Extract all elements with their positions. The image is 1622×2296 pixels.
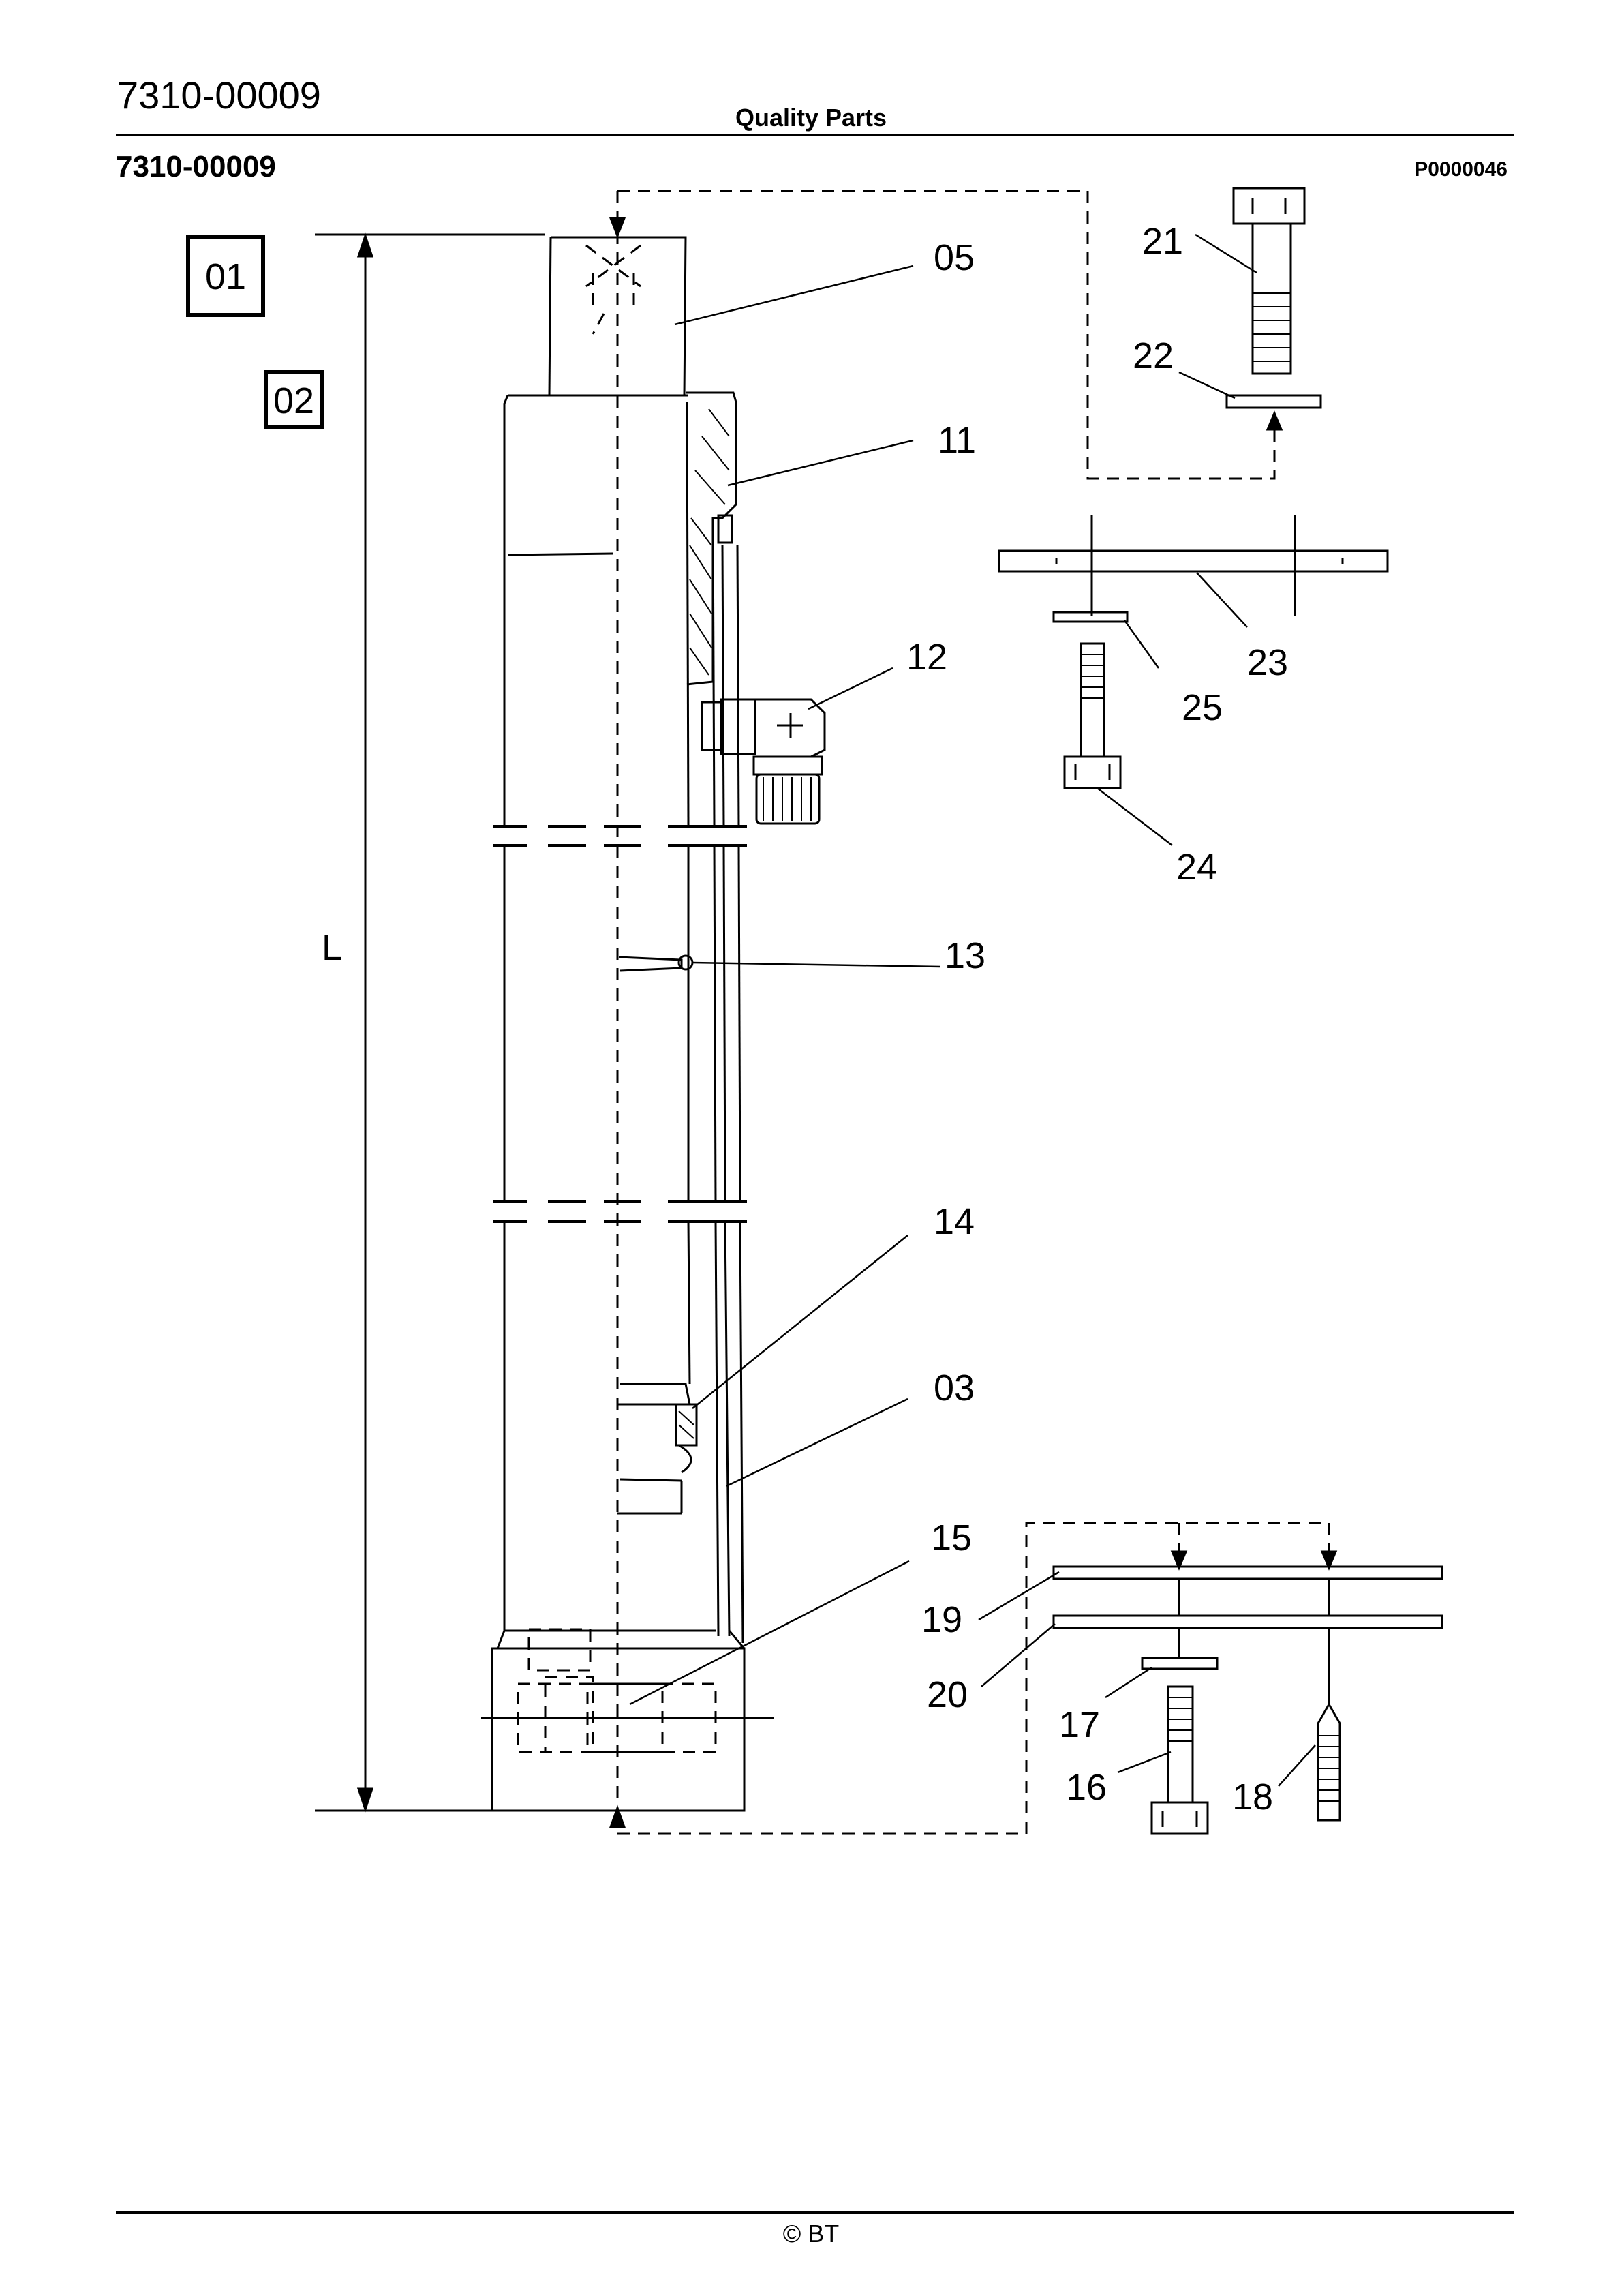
cylinder-body bbox=[481, 236, 774, 1812]
leader-lines bbox=[629, 233, 1316, 1787]
part-label-19: 19 bbox=[921, 1599, 962, 1640]
footer-divider bbox=[116, 2211, 1514, 2214]
assembly-dashed-lines bbox=[517, 190, 1330, 1835]
part-label-11: 11 bbox=[938, 420, 976, 461]
dimension-line bbox=[315, 232, 545, 1813]
part-label-15: 15 bbox=[931, 1517, 972, 1558]
header-title: Quality Parts bbox=[735, 104, 887, 132]
plate-19 bbox=[1052, 1565, 1443, 1580]
part-label-03: 03 bbox=[934, 1368, 975, 1408]
document-number: 7310-00009 bbox=[117, 74, 321, 117]
part-label-25: 25 bbox=[1182, 687, 1223, 728]
part-label-17: 17 bbox=[1059, 1704, 1100, 1745]
copyright-notice: © BT bbox=[782, 2220, 840, 2248]
part-label-05: 05 bbox=[934, 237, 975, 278]
part-label-24: 24 bbox=[1176, 847, 1217, 888]
screw-24 bbox=[1063, 642, 1122, 789]
boxed-label-02-frame bbox=[264, 370, 324, 429]
drawing-code: P0000046 bbox=[1414, 158, 1508, 181]
washer-25 bbox=[1052, 611, 1129, 623]
dimension-label: L bbox=[322, 927, 342, 968]
part-label-13: 13 bbox=[945, 935, 985, 976]
bolt-21 bbox=[1232, 187, 1306, 375]
screw-16 bbox=[1150, 1685, 1209, 1835]
boxed-label-01-frame bbox=[186, 235, 265, 317]
plate-23 bbox=[998, 515, 1389, 616]
part-label-21: 21 bbox=[1142, 221, 1183, 262]
part-label-14: 14 bbox=[934, 1201, 975, 1242]
part-label-12: 12 bbox=[906, 637, 947, 678]
set-screw-18 bbox=[1317, 1702, 1341, 1822]
part-label-20: 20 bbox=[927, 1674, 968, 1715]
boxed-label-02: 02 bbox=[273, 380, 314, 421]
part-label-23: 23 bbox=[1247, 642, 1288, 683]
part-label-22: 22 bbox=[1133, 335, 1174, 376]
plate-20 bbox=[1052, 1614, 1443, 1629]
pin bbox=[618, 956, 683, 972]
header-divider bbox=[116, 134, 1514, 136]
part-label-16: 16 bbox=[1066, 1767, 1107, 1808]
sub-document-number: 7310-00009 bbox=[116, 150, 276, 183]
break-marks bbox=[493, 825, 747, 1223]
washer-17 bbox=[1141, 1657, 1219, 1670]
washer-22 bbox=[1225, 394, 1322, 409]
boxed-label-01: 01 bbox=[205, 256, 246, 297]
part-label-18: 18 bbox=[1232, 1777, 1273, 1817]
elbow-fitting bbox=[701, 698, 826, 825]
